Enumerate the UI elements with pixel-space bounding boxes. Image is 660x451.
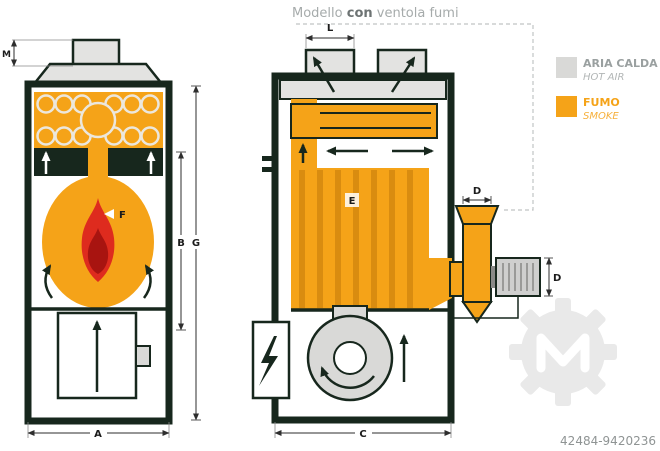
legend: ARIA CALDA HOT AIR FUMO SMOKE: [556, 57, 658, 122]
label-m: M: [2, 50, 11, 60]
legend-smoke-label: FUMO: [583, 96, 620, 109]
blower-hub: [333, 341, 367, 375]
lightning-bolt-icon: [259, 336, 278, 386]
smoke-header-duct: [290, 103, 438, 139]
title-leader-dashed-line: [296, 23, 534, 211]
hot-air-out-arrow-right: [390, 56, 416, 93]
label-e: E: [349, 196, 356, 207]
label-c: C: [359, 429, 366, 440]
heat-exchanger-tubes: [299, 170, 413, 308]
swirl-arrow-left: [41, 264, 54, 299]
motor-bracket: [491, 266, 497, 288]
left-tube-circles: [36, 94, 160, 146]
chimney-stack: [462, 223, 492, 303]
swirl-arrow-right: [142, 264, 155, 299]
chimney-flare: [454, 205, 500, 225]
flame-pointer-arrow: [104, 209, 114, 219]
listing-id: 42484-9420236: [560, 434, 656, 448]
motor-cable: [452, 296, 519, 319]
flame-inner: [87, 228, 109, 274]
burner-side-knob: [135, 345, 151, 367]
watermark-gear: [509, 298, 617, 406]
legend-smoke-swatch: [556, 96, 577, 117]
motor-fins: [502, 263, 534, 291]
label-g: G: [192, 238, 200, 249]
smoke-outlet-hopper: [429, 258, 452, 310]
hot-air-out-arrow-left: [312, 56, 336, 93]
wall-bracket-2: [262, 167, 276, 172]
title: Modello con ventola fumi: [292, 6, 534, 211]
legend-hot-air-swatch: [556, 57, 577, 78]
left-unit: F: [24, 38, 173, 425]
legend-hot-air-sublabel: HOT AIR: [583, 72, 624, 83]
page-title: Modello con ventola fumi: [292, 6, 459, 21]
label-d-side: D: [553, 273, 561, 284]
blower-rotation-arrow: [320, 366, 375, 389]
right-dimensions: L D D C: [274, 23, 561, 440]
label-f: F: [119, 210, 126, 221]
left-dimensions: M B G A: [2, 39, 203, 440]
label-l: L: [327, 23, 334, 34]
right-unit: E: [251, 48, 541, 424]
legend-smoke-sublabel: SMOKE: [583, 111, 619, 122]
label-a: A: [94, 429, 102, 440]
label-d-top: D: [473, 186, 481, 197]
right-hood-plenum: [279, 79, 447, 100]
left-chimney-stub: [71, 38, 121, 68]
wall-bracket-1: [262, 156, 276, 161]
label-b: B: [177, 238, 185, 249]
legend-hot-air-label: ARIA CALDA: [583, 57, 658, 70]
heat-exchanger: [291, 168, 429, 310]
chimney-taper: [461, 301, 493, 324]
